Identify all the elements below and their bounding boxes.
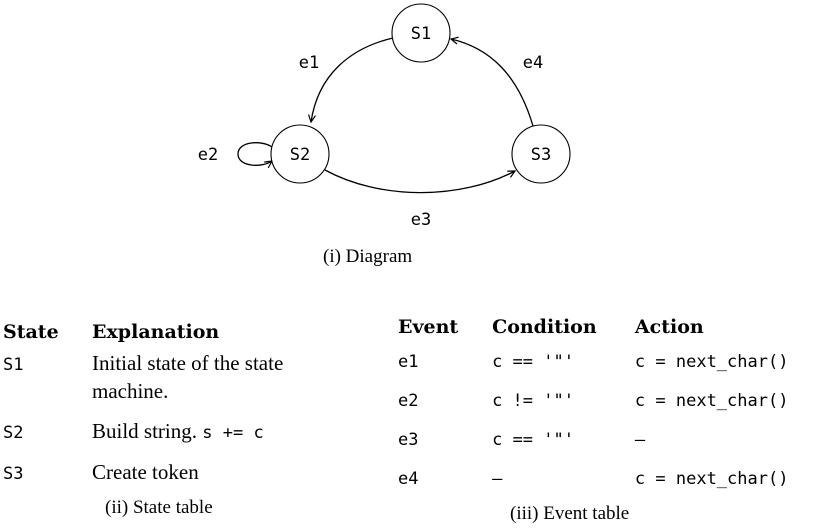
event-action: c = next_char() (634, 468, 789, 489)
table-row: e2 c != '"' c = next_char() (398, 381, 823, 420)
state-table-header: State Explanation (3, 307, 362, 349)
diagram-caption: (i) Diagram (323, 246, 413, 267)
state-table: State Explanation S1 Initial state of th… (3, 307, 362, 499)
node-s2-label: S2 (290, 145, 310, 165)
node-s2: S2 (270, 124, 330, 184)
action-header: Action (634, 316, 704, 338)
event-header: Event (398, 316, 459, 338)
event-name: e3 (398, 429, 419, 450)
node-s1-label: S1 (411, 24, 431, 44)
event-table: Event Condition Action e1 c == '"' c = n… (398, 302, 823, 498)
node-s1: S1 (391, 3, 451, 63)
table-row: S2 Build string. s += c (3, 417, 362, 458)
table-row: S3 Create token (3, 458, 362, 499)
edge-e2-label: e2 (198, 145, 218, 165)
state-explanation-code: s += c (202, 423, 264, 443)
edge-e4 (449, 36, 534, 127)
edge-e3 (324, 169, 517, 194)
table-row: e1 c == '"' c = next_char() (398, 342, 823, 381)
node-s3-label: S3 (531, 145, 551, 165)
edge-e1-label: e1 (299, 53, 319, 73)
state-name: S1 (3, 355, 24, 375)
event-name: e1 (398, 351, 419, 372)
state-explanation-text: Build string. (92, 419, 198, 443)
event-table-header: Event Condition Action (398, 302, 823, 342)
event-condition: c == '"' (492, 351, 574, 372)
state-diagram: S1 S2 S3 e1 e2 e3 e4 (198, 3, 571, 230)
state-name: S2 (3, 423, 24, 443)
table-row: e4 – c = next_char() (398, 459, 823, 498)
event-name: e2 (398, 390, 419, 411)
state-explanation: Initial state of the state machine. (92, 351, 284, 403)
state-table-caption: (ii) State table (105, 497, 213, 518)
explanation-header: Explanation (92, 321, 220, 343)
condition-header: Condition (492, 316, 597, 338)
state-explanation: Create token (92, 460, 199, 484)
edge-e1 (308, 37, 394, 124)
event-condition: – (492, 468, 503, 489)
event-table-caption: (iii) Event table (510, 503, 630, 524)
table-row: e3 c == '"' – (398, 420, 823, 459)
state-name: S3 (3, 464, 24, 484)
event-action: c = next_char() (634, 390, 789, 411)
state-explanation: Build string. s += c (92, 417, 362, 458)
event-action: c = next_char() (634, 351, 789, 372)
table-row: S1 Initial state of the state machine. (3, 349, 362, 417)
state-header: State (3, 321, 59, 343)
event-action: – (634, 429, 646, 450)
event-condition: c != '"' (492, 390, 574, 411)
edge-e2-self-loop (237, 142, 274, 169)
event-condition: c == '"' (492, 429, 574, 450)
event-name: e4 (398, 468, 419, 489)
edge-e4-label: e4 (523, 53, 543, 73)
node-s3: S3 (511, 124, 571, 184)
edge-e3-label: e3 (411, 210, 431, 230)
